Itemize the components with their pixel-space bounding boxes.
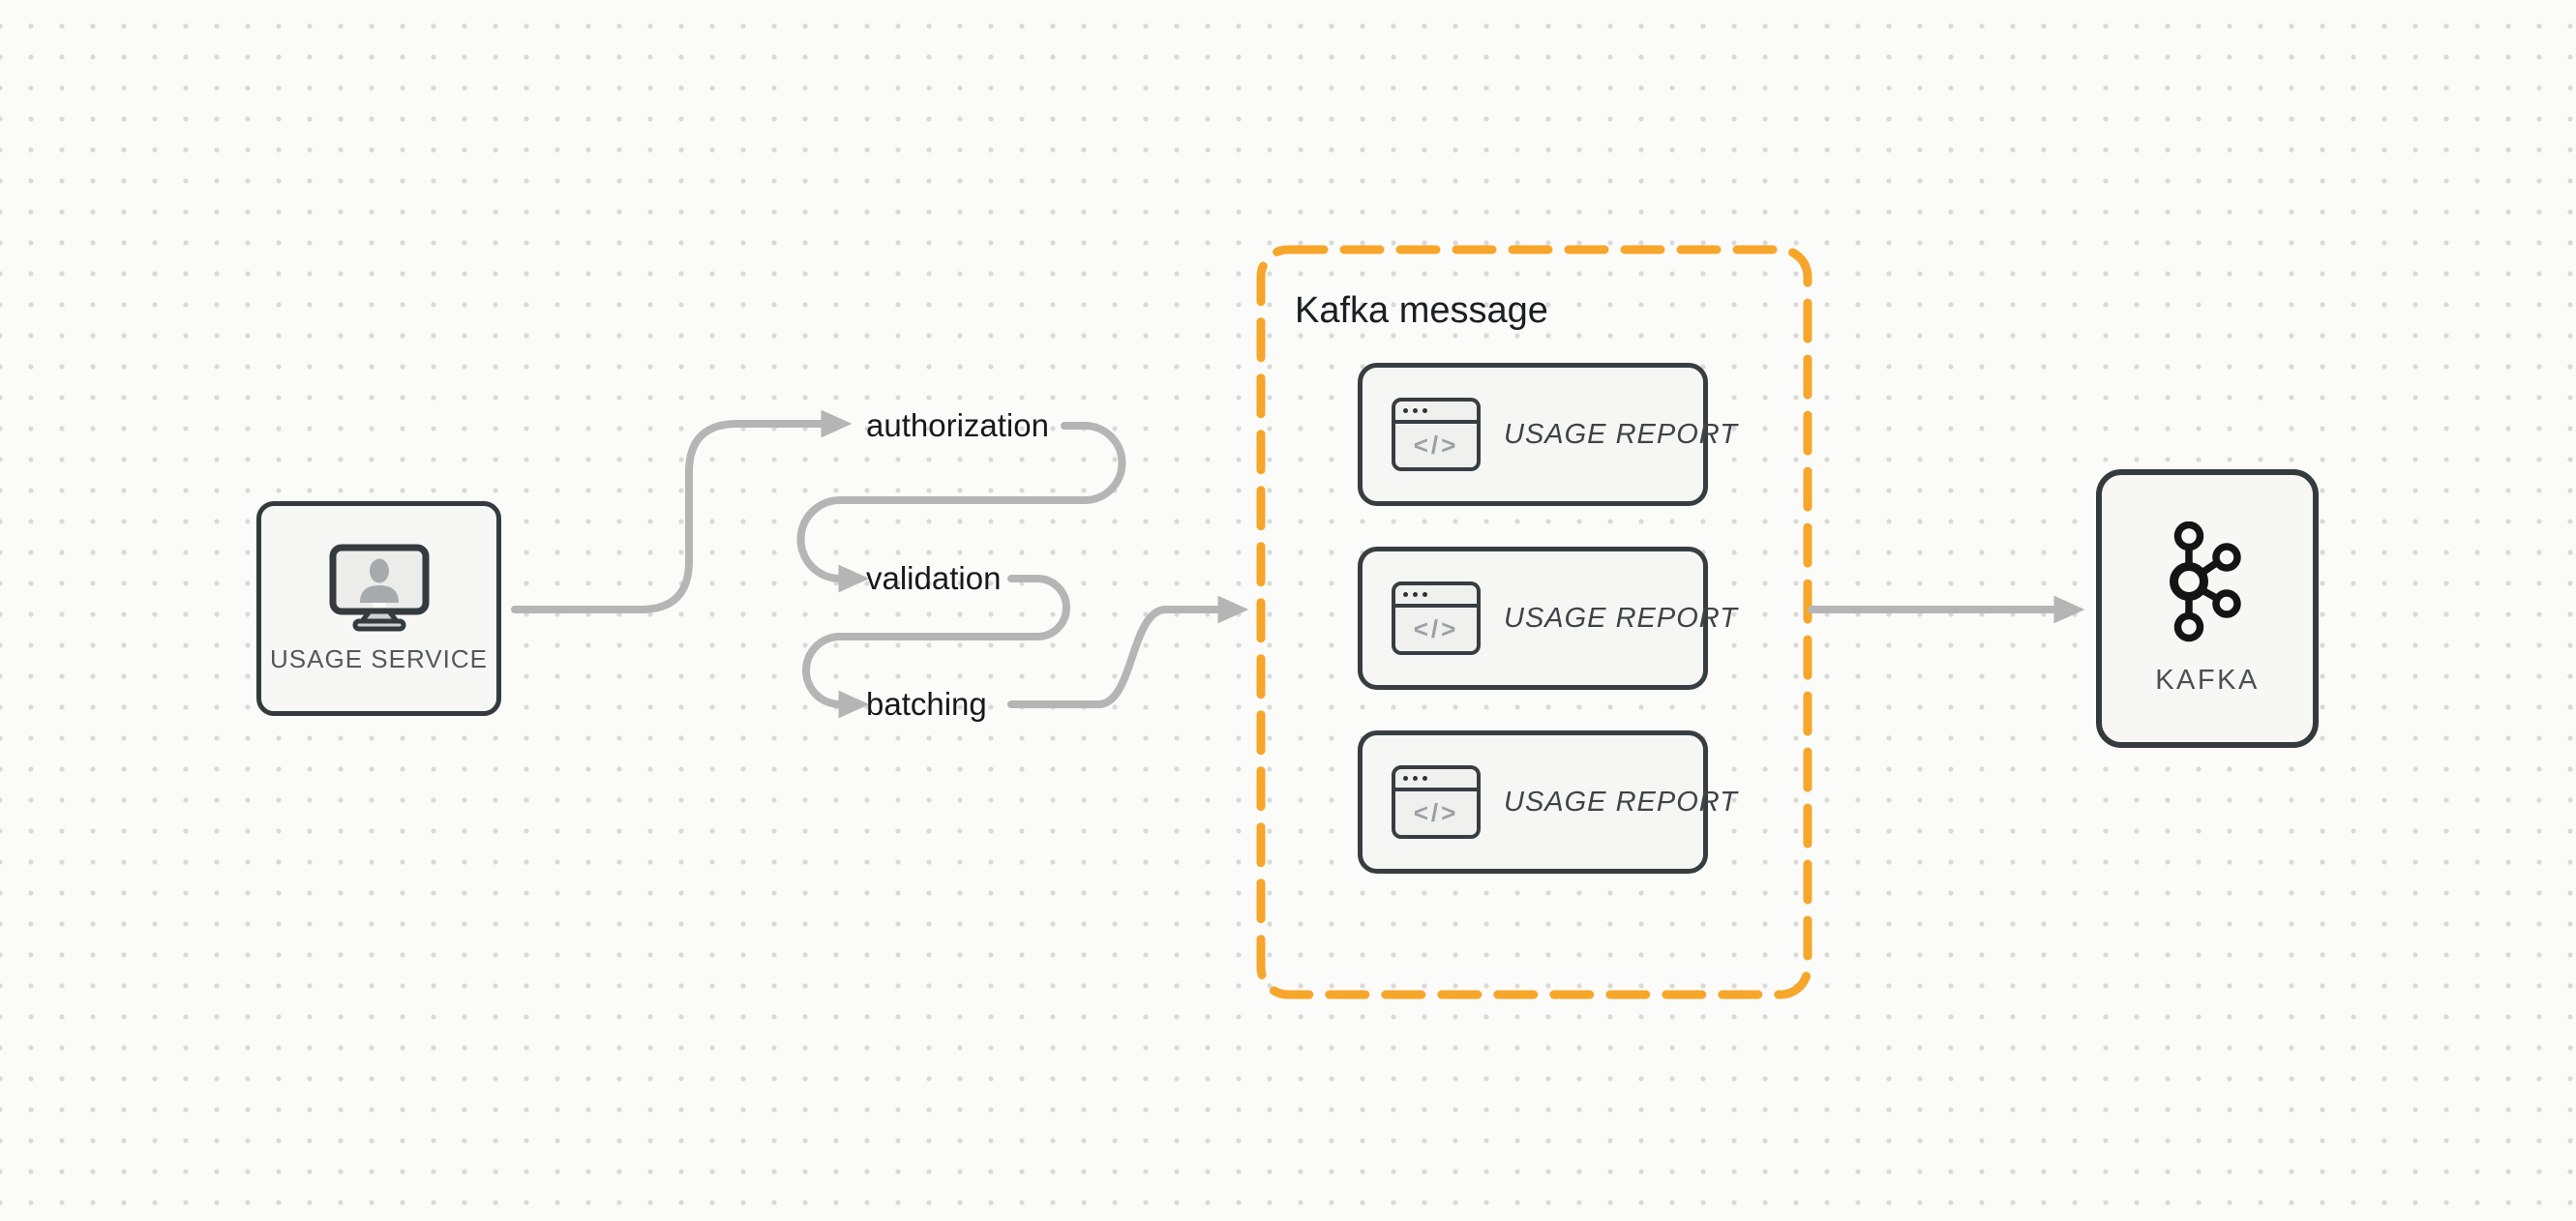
window-dot-icon <box>1423 776 1427 781</box>
arrow-validation-to-batching[interactable] <box>802 575 1070 719</box>
window-dot-icon <box>1403 592 1408 597</box>
code-glyph: </> <box>1413 431 1459 460</box>
arrow-usage-service-to-authorization[interactable] <box>511 409 853 613</box>
kafka-label: KAFKA <box>2155 664 2260 696</box>
usage-report-card[interactable]: </> USAGE REPORT <box>1358 730 1737 879</box>
window-dot-icon <box>1403 776 1408 781</box>
usage-report-card[interactable]: </> USAGE REPORT <box>1358 547 1737 695</box>
window-dot-icon <box>1413 776 1418 781</box>
code-window-icon: </> <box>1392 765 1481 839</box>
usage-report-card[interactable]: </> USAGE REPORT <box>1358 363 1737 511</box>
code-glyph: </> <box>1413 798 1459 827</box>
code-window-titlebar <box>1395 402 1477 424</box>
code-window-titlebar <box>1395 769 1477 791</box>
arrow-authorization-to-validation[interactable] <box>796 422 1126 593</box>
code-glyph: </> <box>1413 614 1459 643</box>
window-dot-icon <box>1413 592 1418 597</box>
monitor-user-icon <box>329 544 429 631</box>
usage-report-label: USAGE REPORT <box>1504 418 1738 450</box>
arrow-batching-to-kafka-message[interactable] <box>1007 595 1249 708</box>
step-authorization[interactable]: authorization <box>866 407 1049 443</box>
kafka-message-group-border[interactable] <box>1256 245 1812 999</box>
step-batching[interactable]: batching <box>866 686 987 722</box>
usage-service-label: USAGE SERVICE <box>270 643 488 673</box>
window-dot-icon <box>1423 592 1427 597</box>
window-dot-icon <box>1423 408 1427 413</box>
code-window-titlebar <box>1395 585 1477 608</box>
code-window-icon: </> <box>1392 581 1481 655</box>
kafka-message-group-title[interactable]: Kafka message <box>1295 290 1548 331</box>
node-usage-service[interactable]: USAGE SERVICE <box>256 501 501 716</box>
node-kafka[interactable]: KAFKA <box>2096 469 2319 748</box>
window-dot-icon <box>1413 408 1418 413</box>
kafka-logo-icon <box>2170 521 2241 641</box>
usage-report-label: USAGE REPORT <box>1504 602 1738 634</box>
usage-report-label: USAGE REPORT <box>1504 786 1738 818</box>
code-window-icon: </> <box>1392 398 1481 471</box>
step-validation[interactable]: validation <box>866 560 1002 596</box>
window-dot-icon <box>1403 408 1408 413</box>
